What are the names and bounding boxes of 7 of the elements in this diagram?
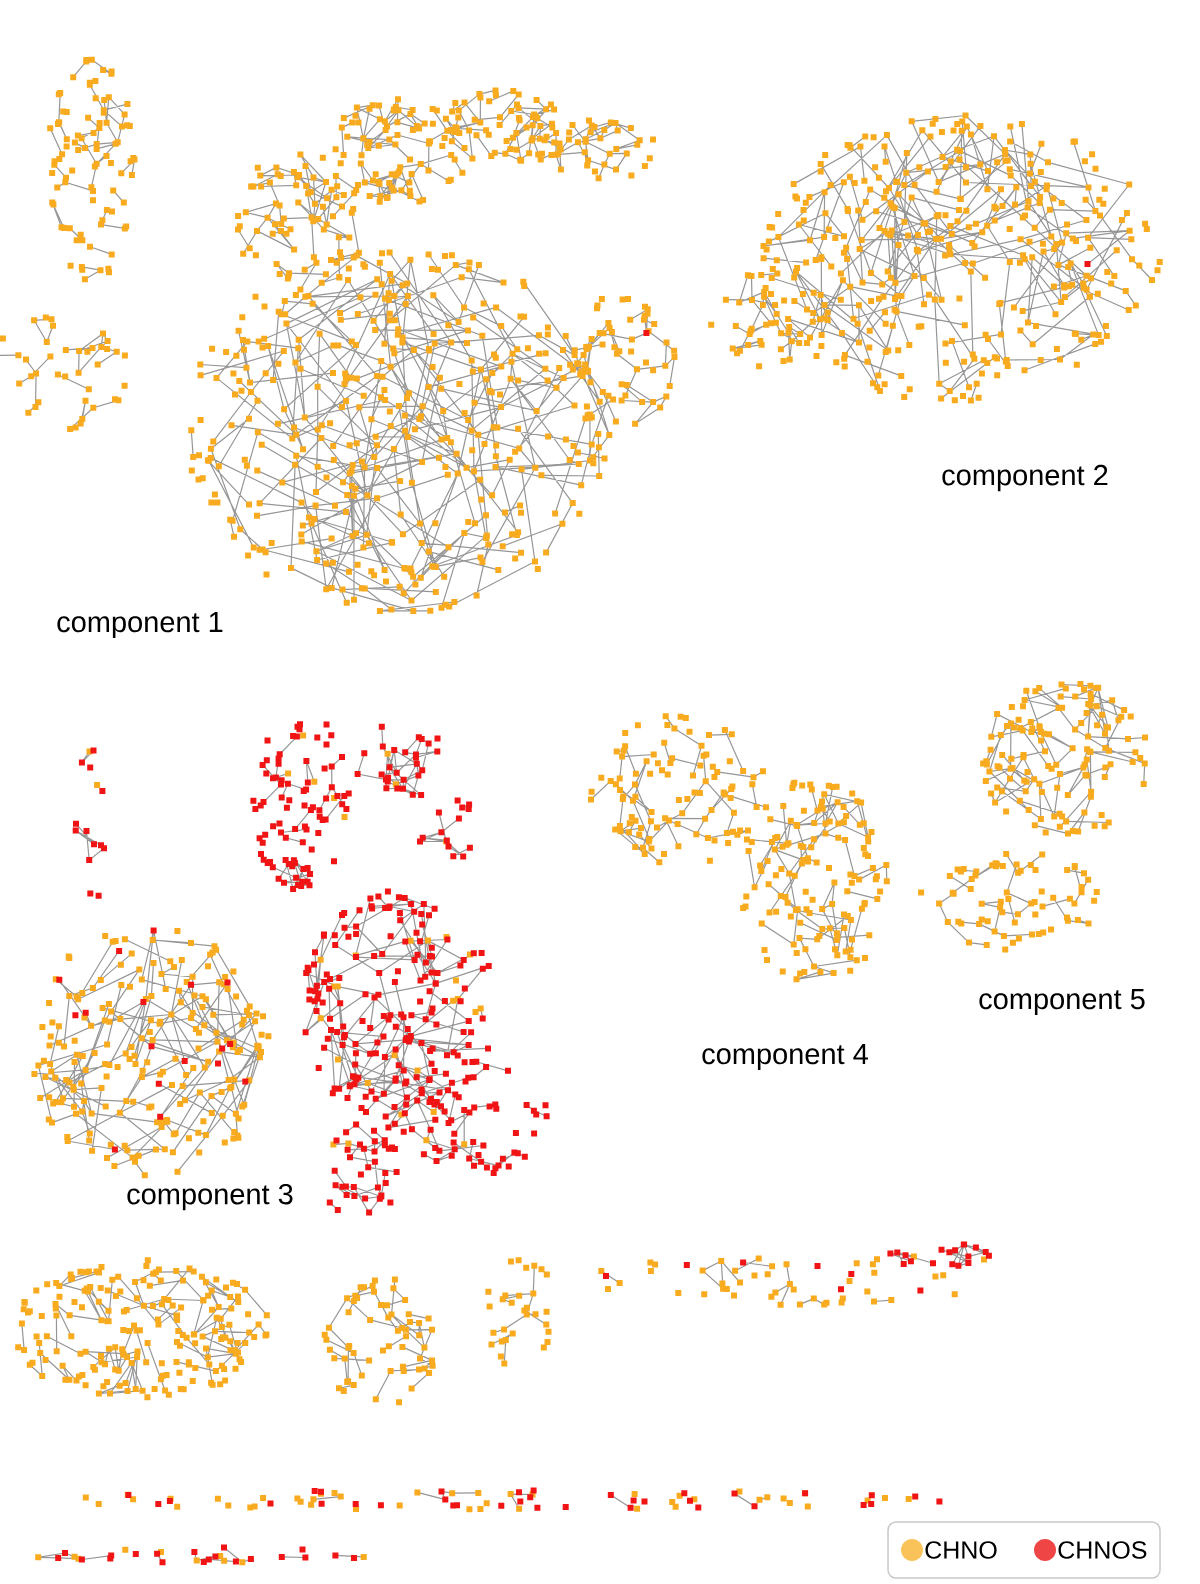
component-label: component 3	[127, 1183, 293, 1211]
component-label: component 5	[979, 989, 1145, 1015]
component-label: component 2	[942, 464, 1108, 492]
component-label: component 4	[702, 1044, 868, 1070]
legend-label: CHNO	[925, 1541, 997, 1559]
component-label: component 1	[57, 612, 223, 638]
legend-label: CHNOS	[1058, 1541, 1147, 1559]
